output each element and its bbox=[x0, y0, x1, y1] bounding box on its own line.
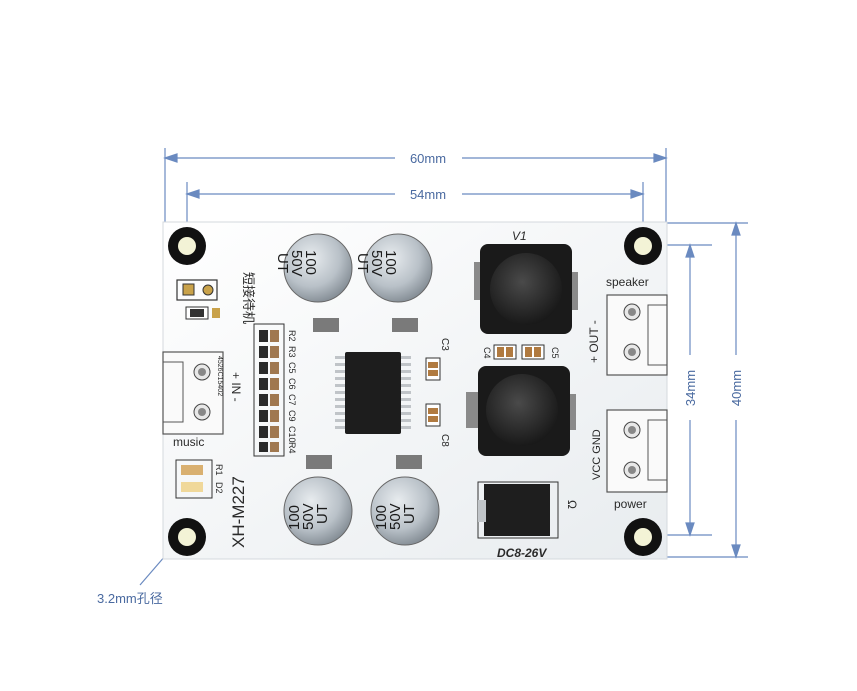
electrolytic-capacitor-4: 100 50V UT bbox=[370, 455, 440, 546]
music-label: music bbox=[173, 435, 204, 449]
power-connector bbox=[606, 409, 668, 493]
electrolytic-capacitor-3: 100 50V UT bbox=[283, 455, 353, 546]
resistor-array bbox=[253, 323, 285, 457]
c3-label: C3 bbox=[439, 338, 450, 351]
resistor-label-5: C7 bbox=[287, 394, 297, 406]
power-label: power bbox=[614, 497, 647, 511]
resistor-label-1: R2 bbox=[287, 330, 297, 342]
resistor-label-3: C5 bbox=[287, 362, 297, 374]
resistor-label-4: C6 bbox=[287, 378, 297, 390]
dim-34mm: 34mm bbox=[683, 370, 698, 406]
voltage-label: DC8-26V bbox=[497, 546, 547, 560]
led-indicator bbox=[175, 459, 213, 499]
c8-label: C8 bbox=[439, 434, 450, 447]
svg-text:50V: 50V bbox=[368, 250, 385, 277]
svg-text:UT: UT bbox=[314, 504, 331, 524]
svg-text:50V: 50V bbox=[300, 503, 317, 530]
inductor-2 bbox=[466, 366, 576, 456]
power-pins-label: VCC GND bbox=[591, 429, 603, 480]
svg-text:UT: UT bbox=[401, 504, 418, 524]
smd-capacitors bbox=[425, 344, 545, 427]
c5-label: C5 bbox=[550, 347, 560, 359]
svg-text:100: 100 bbox=[373, 505, 390, 530]
ohm-symbol: Ω bbox=[565, 500, 579, 509]
svg-text:100: 100 bbox=[286, 505, 303, 530]
resistor-label-2: R3 bbox=[287, 346, 297, 358]
standby-note: 短接待机 bbox=[241, 272, 256, 324]
inductor-label: V1 bbox=[512, 229, 527, 243]
mounting-holes bbox=[168, 227, 662, 556]
amplifier-ic bbox=[335, 352, 411, 434]
dimension-lines bbox=[139, 148, 748, 586]
input-codes: 4526C15402 bbox=[216, 356, 223, 396]
svg-text:UT: UT bbox=[274, 253, 291, 273]
svg-text:100: 100 bbox=[382, 250, 399, 275]
music-input-connector bbox=[162, 351, 224, 435]
standby-jumper bbox=[176, 279, 220, 320]
dim-60mm: 60mm bbox=[410, 151, 446, 166]
dim-40mm: 40mm bbox=[729, 370, 744, 406]
c4-label: C4 bbox=[482, 347, 492, 359]
svg-text:100: 100 bbox=[302, 250, 319, 275]
svg-text:UT: UT bbox=[354, 253, 371, 273]
dim-54mm: 54mm bbox=[410, 187, 446, 202]
electrolytic-capacitor-1: 100 50V UT bbox=[274, 233, 353, 332]
resistor-label-8: R4 bbox=[287, 442, 297, 454]
power-diode bbox=[477, 481, 559, 539]
model-label: XH-M227 bbox=[229, 476, 248, 548]
input-pins-label: + IN - bbox=[229, 372, 243, 402]
out-pins-label: + OUT - bbox=[587, 320, 601, 363]
speaker-connector bbox=[606, 294, 668, 376]
speaker-label: speaker bbox=[606, 275, 649, 289]
svg-text:50V: 50V bbox=[387, 503, 404, 530]
electrolytic-capacitor-2: 100 50V UT bbox=[354, 233, 433, 332]
resistor-label-7: C10 bbox=[287, 426, 297, 443]
svg-text:50V: 50V bbox=[288, 250, 305, 277]
resistor-label-6: C9 bbox=[287, 410, 297, 422]
dim-hole-note: 3.2mm孔径 bbox=[97, 591, 163, 606]
d2-label: D2 bbox=[214, 482, 224, 494]
r1-label: R1 bbox=[214, 464, 224, 476]
inductor-1 bbox=[474, 244, 578, 334]
